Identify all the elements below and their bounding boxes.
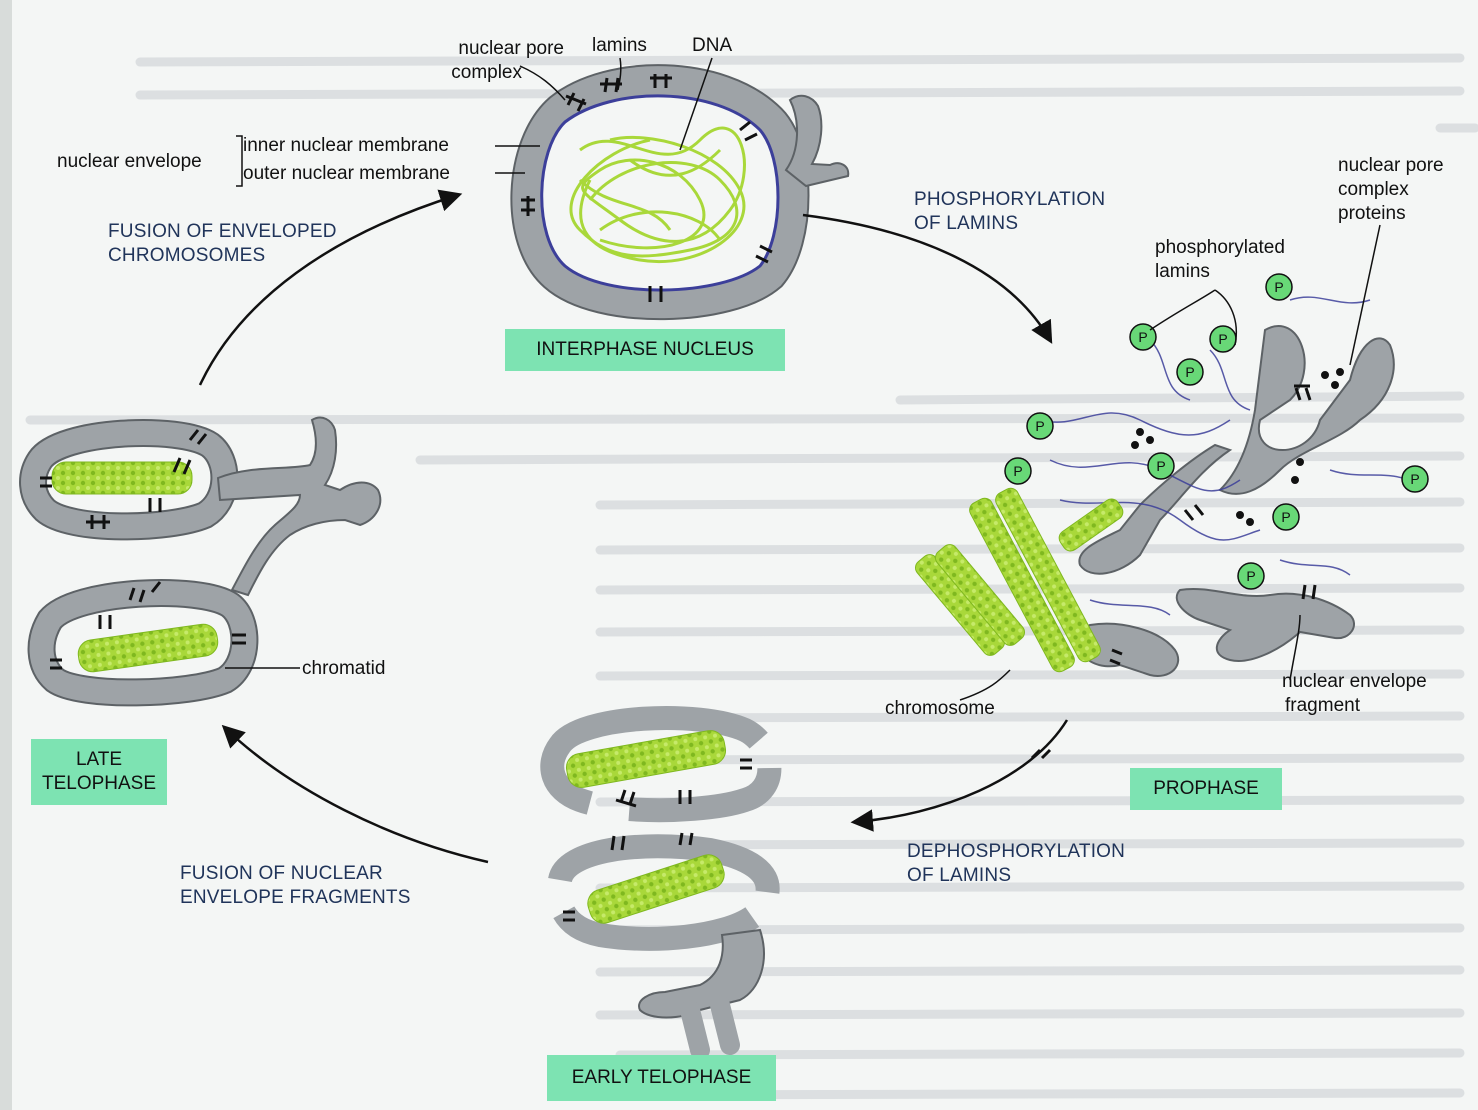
label-lamins: lamins [592, 34, 647, 58]
caption-phosphorylation: PHOSPHORYLATION OF LAMINS [914, 188, 1105, 236]
phosphate-letter: P [1181, 361, 1199, 383]
stage-label-early-telophase: EARLY TELOPHASE [572, 1066, 752, 1090]
caption-phosphorylation-line1: PHOSPHORYLATION [914, 188, 1105, 212]
prophase-envelope-fragment-a [1220, 326, 1394, 494]
caption-fusion-fragments: FUSION OF NUCLEAR ENVELOPE FRAGMENTS [180, 862, 411, 910]
phosphate-letter: P [1134, 326, 1152, 348]
caption-dephosphorylation: DEPHOSPHORYLATION OF LAMINS [907, 840, 1125, 888]
label-inner-nuclear-membrane: inner nuclear membrane [243, 134, 449, 158]
phosphate-letter: P [1242, 565, 1260, 587]
caption-fusion-chromosomes-line1: FUSION OF ENVELOPED [108, 220, 337, 244]
label-outer-nuclear-membrane: outer nuclear membrane [243, 162, 450, 186]
early-telophase [552, 718, 769, 1050]
prophase-chromosome [912, 485, 1126, 674]
label-nuclear-envelope: nuclear envelope [57, 150, 202, 174]
caption-fusion-chromosomes-line2: CHROMOSOMES [108, 244, 337, 268]
caption-fusion-chromosomes: FUSION OF ENVELOPED CHROMOSOMES [108, 220, 337, 268]
stage-box-late-telophase: LATE TELOPHASE [31, 739, 167, 805]
label-nuclear-pore-complex-line2: complex [420, 61, 564, 85]
stage-box-early-telophase: EARLY TELOPHASE [547, 1055, 776, 1101]
label-envelope-fragment-line2: fragment [1282, 694, 1427, 718]
phosphate-letter: P [1270, 276, 1288, 298]
label-phosphorylated-lamins-line2: lamins [1155, 260, 1285, 284]
label-chromatid: chromatid [302, 657, 385, 681]
stage-label-late-telophase-line1: LATE [76, 748, 122, 772]
late-telophase-er-network [218, 418, 380, 595]
phosphate-letter: P [1152, 455, 1170, 477]
arrow-prophase-to-early-telophase [855, 720, 1067, 822]
phosphate-letter: P [1214, 328, 1232, 350]
label-envelope-fragment: nuclear envelope fragment [1282, 670, 1427, 718]
label-nuclear-pore-complex-line1: nuclear pore [420, 37, 564, 61]
caption-phosphorylation-line2: OF LAMINS [914, 212, 1105, 236]
stage-label-interphase: INTERPHASE NUCLEUS [536, 338, 754, 362]
label-nuclear-pore-complex: nuclear pore complex [420, 37, 564, 85]
phosphate-letter: P [1031, 415, 1049, 437]
label-npc-proteins-line3: proteins [1338, 202, 1474, 226]
caption-dephosphorylation-line2: OF LAMINS [907, 864, 1125, 888]
label-phosphorylated-lamins-line1: phosphorylated [1155, 236, 1285, 260]
late-telophase [33, 418, 380, 693]
stage-label-late-telophase-line2: TELOPHASE [42, 772, 156, 796]
phosphate-letter: P [1406, 468, 1424, 490]
label-chromosome: chromosome [885, 697, 995, 721]
prophase-envelope-fragment-c [1177, 589, 1354, 661]
stage-label-prophase: PROPHASE [1153, 777, 1259, 801]
interphase-nucleus [521, 74, 848, 303]
label-phosphorylated-lamins: phosphorylated lamins [1155, 236, 1285, 284]
caption-fusion-fragments-line2: ENVELOPE FRAGMENTS [180, 886, 411, 910]
label-npc-proteins: nuclear pore complex proteins [1338, 154, 1474, 226]
caption-fusion-fragments-line1: FUSION OF NUCLEAR [180, 862, 411, 886]
stage-box-prophase: PROPHASE [1130, 768, 1282, 810]
stage-box-interphase: INTERPHASE NUCLEUS [505, 329, 785, 371]
phosphate-letter: P [1009, 460, 1027, 482]
caption-dephosphorylation-line1: DEPHOSPHORYLATION [907, 840, 1125, 864]
label-dna: DNA [692, 34, 732, 58]
phosphate-letter: P [1277, 506, 1295, 528]
arrow-early-to-late-telophase [225, 728, 488, 862]
label-npc-proteins-line2: complex [1338, 178, 1474, 202]
label-npc-proteins-line1: nuclear pore [1338, 154, 1474, 178]
label-envelope-fragment-line1: nuclear envelope [1282, 670, 1427, 694]
